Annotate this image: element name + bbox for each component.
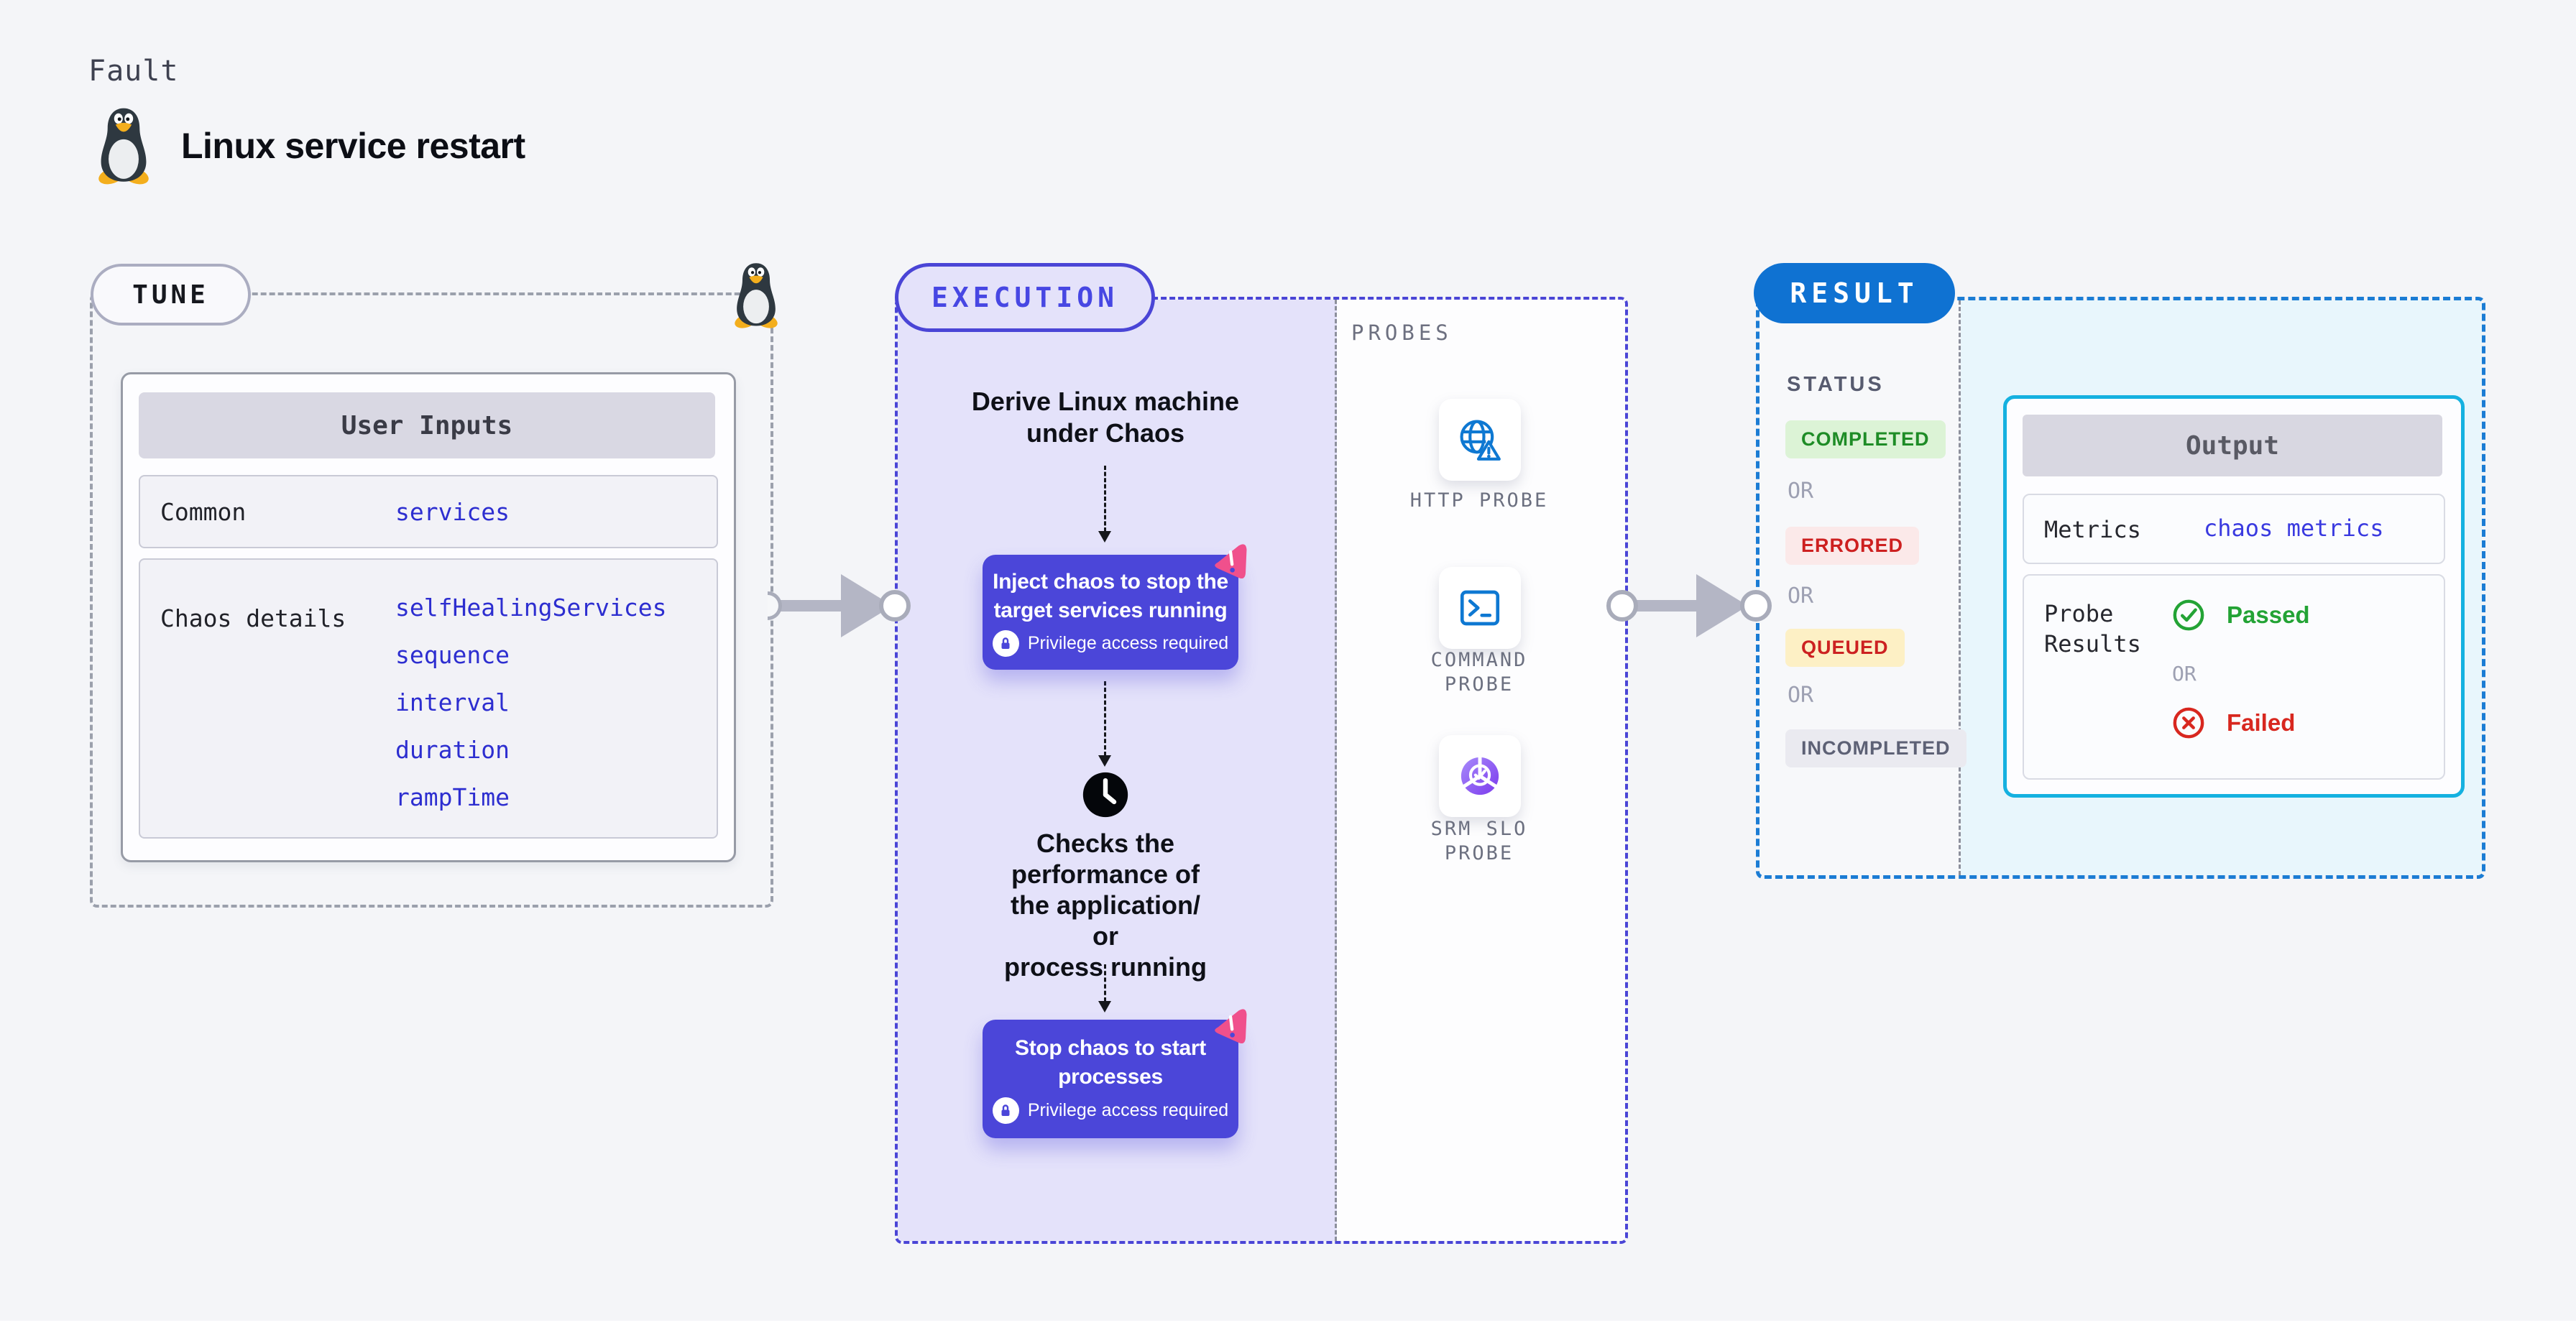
probe-label: HTTP PROBE [1409,489,1549,512]
probe-results-label: Probe Results [2044,600,2141,658]
page-title: Linux service restart [181,126,525,166]
row-value: services [395,498,510,526]
row-value: selfHealingServices [395,594,667,622]
srm-slo-probe-card [1439,735,1521,817]
command-probe-card [1439,567,1521,649]
metrics-label: Metrics [2044,516,2141,543]
execution-probes-divider [1335,300,1337,1241]
srm-slo-probe-icon [1460,756,1499,795]
probe-results-row: Probe Results Passed OR Failed [2023,574,2445,780]
status-zone [1760,300,1961,875]
user-inputs-row-chaos-details: Chaos details selfHealingServices sequen… [139,558,718,839]
result-pill: RESULT [1754,263,1955,323]
status-badge-completed: COMPLETED [1785,420,1946,458]
fault-eyebrow: Fault [88,55,179,88]
status-badge-queued: QUEUED [1785,629,1905,667]
connector-start-node [1606,590,1638,622]
passed-result: Passed [2172,599,2310,632]
connector-arrow [778,600,842,612]
checks-step-text: Checks the performance of the applicatio… [1003,829,1208,982]
row-values: selfHealingServices sequence interval du… [395,584,667,821]
output-card: Output Metrics chaos metrics Probe Resul… [2003,395,2465,798]
metrics-row: Metrics chaos metrics [2023,494,2445,564]
page-title-row: Linux service restart [92,106,525,185]
or-separator: OR [2172,662,2196,686]
row-value: duration [395,736,510,764]
status-heading: STATUS [1787,373,1885,396]
chaos-scenario-icon [1210,1005,1251,1047]
output-header: Output [2023,415,2442,476]
or-separator: OR [1788,479,1814,504]
tux-penguin-icon [96,108,151,185]
execution-pill: EXECUTION [895,263,1155,332]
probes-heading: PROBES [1351,320,1453,345]
result-section-box: STATUS COMPLETED OR ERRORED OR QUEUED OR… [1756,297,2485,879]
user-inputs-card: User Inputs Common services Chaos detail… [121,372,736,862]
bottom-strip [0,1321,2576,1338]
connector-arrow [1629,600,1698,612]
metrics-value: chaos metrics [2204,515,2384,542]
row-label: Chaos details [160,604,346,632]
row-value: sequence [395,641,510,669]
row-value: rampTime [395,783,510,811]
derive-step-text: Derive Linux machine under Chaos [971,387,1240,448]
flow-arrow-down [1098,466,1111,543]
connector-end-node [1740,590,1772,622]
flow-arrow-down [1098,964,1111,1012]
row-value: interval [395,688,510,716]
clock-icon [1082,772,1128,818]
probe-label: SRM SLO PROBE [1430,818,1528,864]
or-separator: OR [1788,583,1814,609]
http-probe-card [1439,399,1521,481]
stop-chaos-step: Stop chaos to start processes Privilege … [983,1020,1238,1138]
user-inputs-row-common: Common services [139,475,718,548]
status-badge-incompleted: INCOMPLETED [1785,729,1966,767]
connector-start-node [768,591,782,620]
lock-icon [992,1097,1019,1124]
tux-penguin-small-icon [732,263,780,329]
row-label: Common [160,498,247,526]
x-circle-icon [2173,707,2204,739]
lock-icon [992,630,1019,657]
action-title: Inject chaos to stop the target services… [993,570,1228,622]
inject-chaos-step: Inject chaos to stop the target services… [983,555,1238,670]
user-inputs-header: User Inputs [139,392,715,458]
probe-label: COMMAND PROBE [1430,649,1528,696]
tune-pill: TUNE [91,264,251,326]
action-title: Stop chaos to start processes [1015,1036,1206,1089]
failed-result: Failed [2172,706,2295,739]
privilege-badge: Privilege access required [983,1097,1238,1124]
privilege-badge: Privilege access required [983,630,1238,657]
chaos-scenario-icon [1210,540,1251,582]
check-circle-icon [2173,599,2204,631]
http-probe-icon [1460,420,1501,461]
status-output-divider [1959,300,1961,875]
flow-arrow-down [1098,681,1111,767]
or-separator: OR [1788,683,1814,708]
connector-arrowhead [1696,574,1748,637]
command-probe-icon [1460,590,1500,626]
connector-end-node [879,590,911,622]
status-badge-errored: ERRORED [1785,527,1920,565]
